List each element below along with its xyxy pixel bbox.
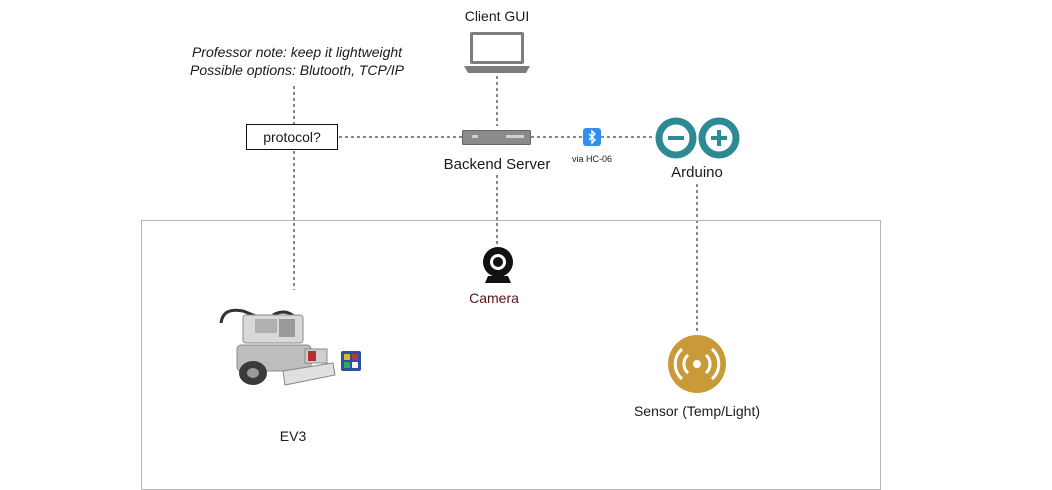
protocol-label: protocol? — [263, 129, 321, 145]
arduino-label: Arduino — [671, 164, 723, 181]
ev3-robot-icon — [219, 308, 361, 386]
arduino-logo — [655, 117, 740, 159]
backend-server-label: Backend Server — [443, 156, 551, 173]
bt-link-label: via HC-06 — [571, 154, 613, 164]
ev3-label: EV3 — [279, 428, 307, 444]
sensor-label: Sensor (Temp/Light) — [633, 403, 761, 419]
webcam-icon — [483, 247, 513, 283]
client-gui-label: Client GUI — [464, 8, 530, 24]
note-line-2: Possible options: Blutooth, TCP/IP — [190, 62, 404, 78]
server-icon — [462, 130, 531, 145]
note-line-1: Professor note: keep it lightweight — [191, 44, 403, 60]
protocol-box: protocol? — [246, 124, 338, 150]
wireless-sensor-icon — [668, 335, 726, 393]
bluetooth-icon — [583, 128, 601, 146]
professor-note: Professor note: keep it lightweight Poss… — [172, 43, 422, 79]
camera-label: Camera — [469, 290, 519, 306]
laptop-icon — [464, 32, 530, 73]
